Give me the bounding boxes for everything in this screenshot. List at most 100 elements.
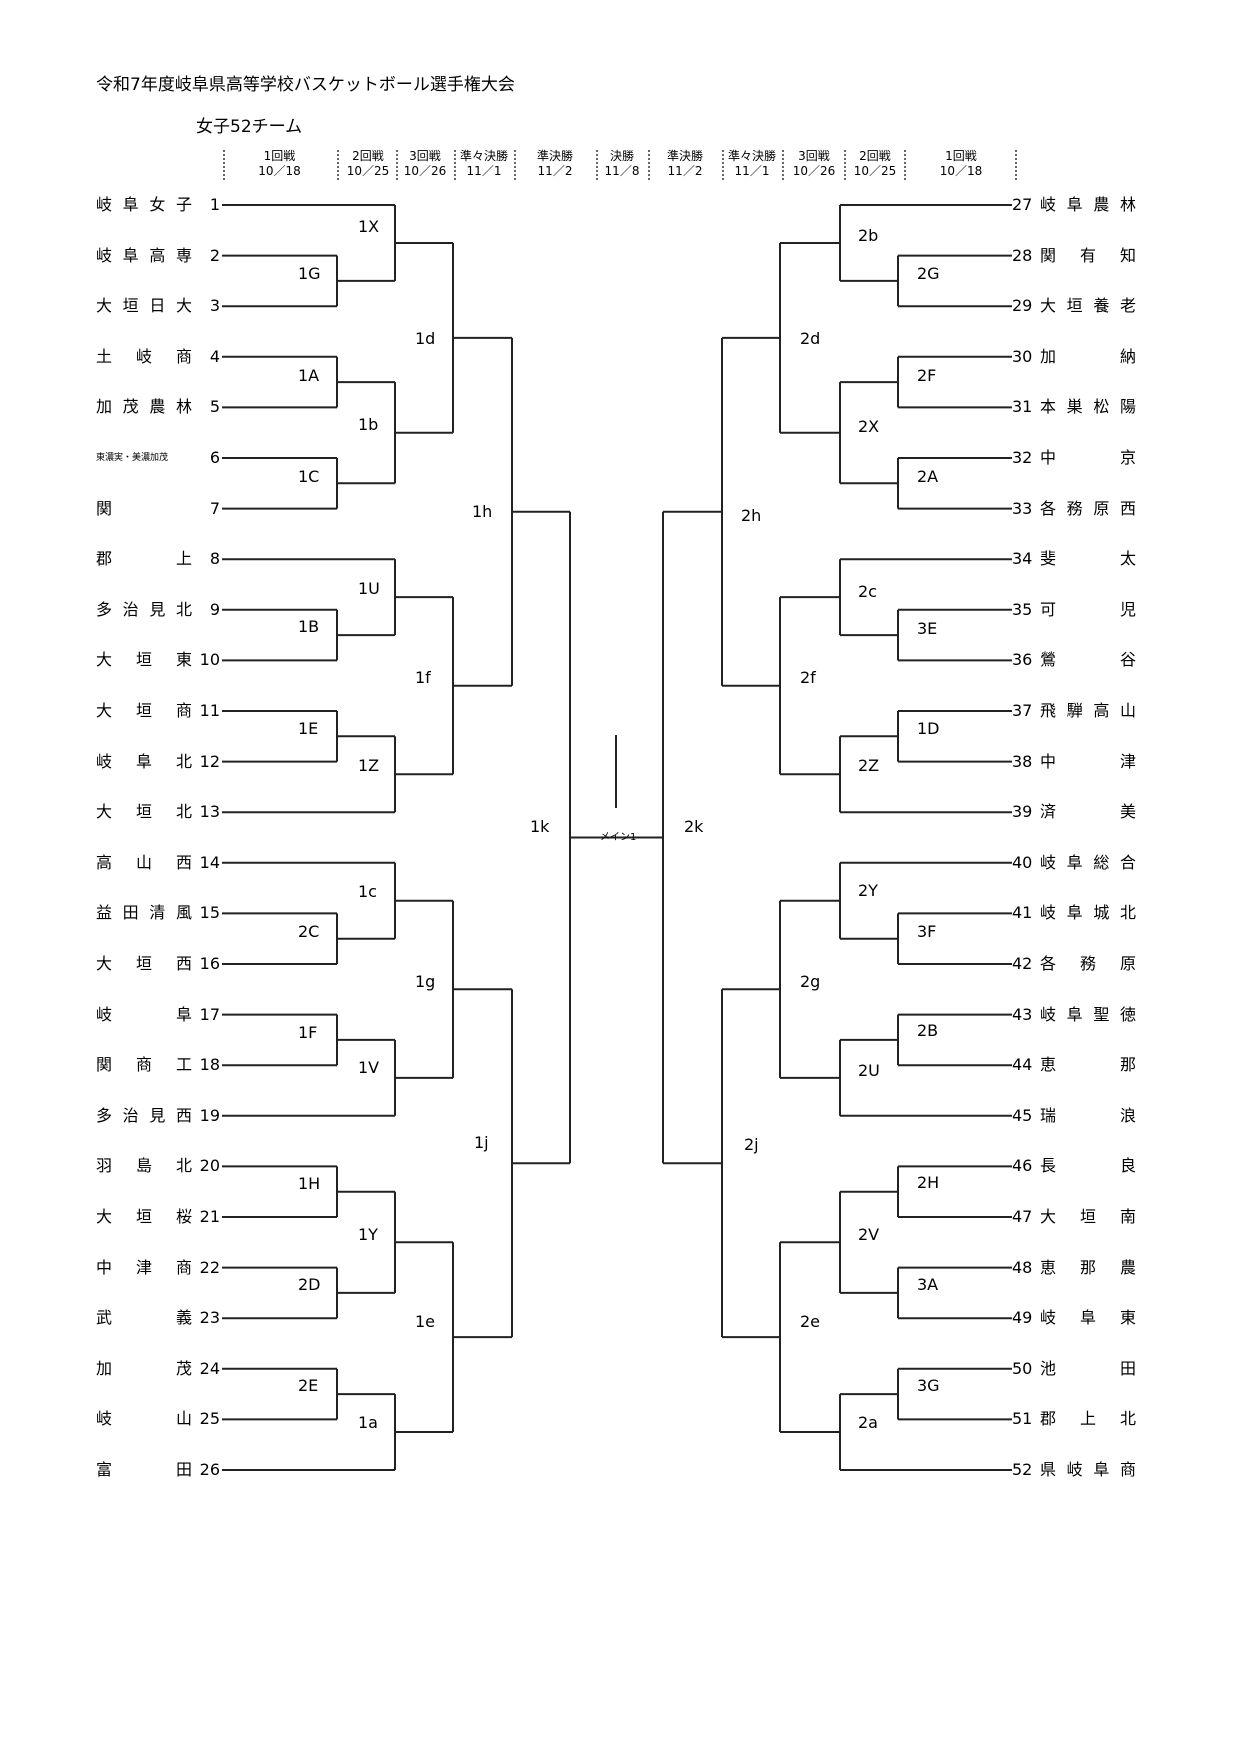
team-number: 6: [209, 448, 220, 467]
match-label: 1a: [358, 1413, 378, 1432]
team-name: 岐阜総合: [1040, 852, 1136, 872]
match-label: 1g: [415, 972, 436, 991]
team-name: 鶯谷: [1040, 650, 1136, 670]
match-label: 2f: [800, 668, 816, 687]
team-number: 46: [1012, 1156, 1033, 1176]
match-label: 1k: [530, 817, 550, 836]
team-name: 郡上北: [1040, 1409, 1136, 1429]
team-name: 中京: [1040, 448, 1136, 467]
page-title: 令和7年度岐阜県高等学校バスケットボール選手権大会: [96, 75, 515, 95]
round-date: 10／25: [853, 164, 897, 178]
team-name: 各務原: [1040, 954, 1136, 973]
team-name: 各務原西: [1040, 498, 1136, 518]
team-number: 13: [199, 802, 220, 822]
team-number: 40: [1012, 852, 1033, 872]
team-entry-left: 岐阜女子 1: [96, 195, 220, 215]
match-label: 3E: [917, 619, 938, 638]
match-label: 2U: [858, 1061, 880, 1080]
team-name: 岐山: [96, 1409, 192, 1429]
match-label: 3A: [917, 1275, 939, 1294]
match-label: 1C: [298, 467, 320, 486]
match-label: 1X: [358, 217, 380, 236]
round-date: 10／26: [792, 164, 836, 178]
team-entry-right: 40 岐阜総合: [1012, 853, 1136, 873]
match-label: 1A: [298, 366, 320, 385]
team-number: 36: [1012, 650, 1033, 670]
team-number: 3: [209, 296, 220, 316]
team-number: 38: [1012, 751, 1033, 771]
round-name: 準決勝: [536, 149, 573, 163]
match-label: 2A: [917, 467, 939, 486]
team-number: 26: [199, 1460, 220, 1479]
match-label: 1V: [358, 1058, 380, 1077]
team-name: 中津: [1040, 751, 1136, 771]
team-number: 30: [1012, 346, 1033, 366]
header-divider: [904, 150, 906, 180]
team-number: 45: [1012, 1105, 1033, 1125]
team-name: 東濃実・美濃加茂: [96, 453, 169, 463]
match-label: 2G: [917, 264, 940, 283]
match-label: 1H: [298, 1174, 321, 1193]
round-name: 準決勝: [666, 149, 703, 163]
round-name: 準々決勝: [459, 149, 508, 163]
team-number: 14: [199, 852, 220, 872]
round-date: 10／26: [403, 164, 447, 178]
team-name: 大垣西: [96, 954, 192, 973]
team-number: 37: [1012, 701, 1033, 720]
match-label: 1h: [472, 502, 493, 521]
team-number: 11: [199, 701, 220, 720]
match-label: 2d: [800, 329, 821, 348]
team-name: 岐阜女子: [96, 195, 192, 214]
header-divider: [844, 150, 846, 180]
match-label: 1D: [917, 719, 940, 738]
round-name: 決勝: [609, 149, 634, 163]
team-name: 関有知: [1040, 245, 1136, 265]
match-label: 2C: [298, 922, 320, 941]
match-label: 1Y: [358, 1225, 378, 1244]
team-name: 斐太: [1040, 549, 1136, 569]
team-name: 岐阜城北: [1040, 903, 1136, 923]
team-number: 16: [199, 954, 220, 973]
match-label: 2Y: [858, 881, 878, 900]
team-name: 郡上: [96, 549, 192, 569]
team-number: 1: [209, 195, 220, 214]
team-number: 41: [1012, 903, 1033, 923]
team-name: 瑞浪: [1040, 1105, 1136, 1125]
header-divider: [454, 150, 456, 180]
team-name: 中津商: [96, 1257, 192, 1277]
header-divider: [782, 150, 784, 180]
team-number: 48: [1012, 1257, 1033, 1277]
match-label: 2g: [800, 972, 821, 991]
round-date: 10／18: [939, 164, 983, 178]
match-label: 2F: [917, 366, 937, 385]
team-number: 44: [1012, 1055, 1033, 1075]
team-name: 大垣養老: [1040, 296, 1136, 316]
team-number: 12: [199, 751, 220, 771]
match-label: 2V: [858, 1225, 880, 1244]
team-name: 大垣南: [1040, 1207, 1136, 1226]
header-divider: [722, 150, 724, 180]
team-entry-right: 45 瑞浪: [1012, 1106, 1136, 1126]
match-label: 2j: [744, 1135, 759, 1154]
team-name: 関: [96, 498, 113, 518]
